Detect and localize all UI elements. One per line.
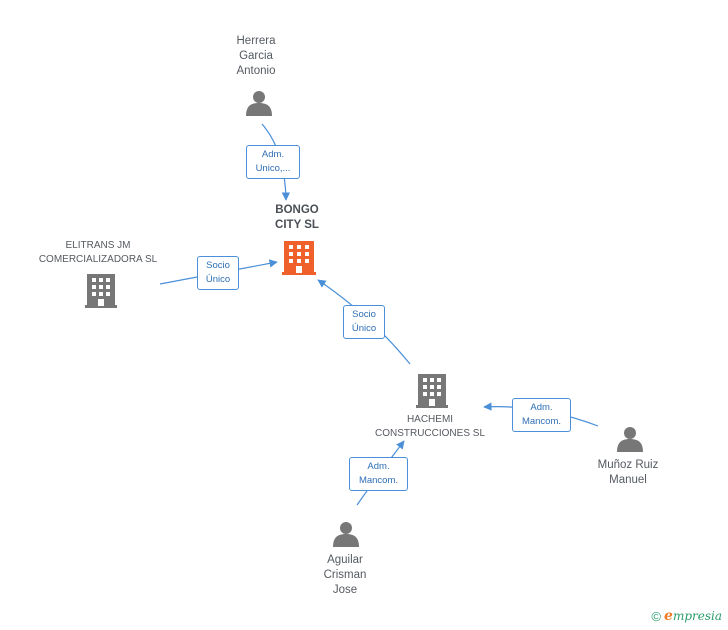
node-elitrans-label[interactable]: ELITRANS JM COMERCIALIZADORA SL [28,239,168,267]
node-label-line: Manuel [609,474,647,486]
node-bongo-label[interactable]: BONGO CITY SL [266,203,328,233]
edge-label-line: Unico,... [255,163,291,174]
edge-label-line: Único [205,274,231,285]
node-hachemi-label[interactable]: HACHEMI CONSTRUCCIONES SL [368,413,492,441]
node-label-line: Aguilar [327,554,363,566]
node-aguilar-label[interactable]: Aguilar Crisman Jose [312,553,378,598]
person-icon [333,522,359,547]
edge-label-line: Adm. [261,149,285,160]
person-icon [246,91,272,116]
edge-label-line: Mancom. [358,475,399,486]
building-icon [416,374,448,408]
edge-label-munoz-hachemi[interactable]: Adm. Mancom. [512,398,571,432]
node-label-line: ELITRANS JM [65,240,131,251]
copyright-icon: © [651,608,662,624]
edge-label-line: Único [351,323,377,334]
node-label-line: Antonio [236,65,276,77]
footer-brand[interactable]: © empresia [651,608,722,624]
edge-label-line: Socio [206,260,230,271]
person-icon [617,427,643,452]
edge-label-aguilar-hachemi[interactable]: Adm. Mancom. [349,457,408,491]
edge-label-line: Adm. [367,461,390,472]
node-label-line: Garcia [239,50,273,62]
node-label-line: Herrera [236,35,276,47]
brand-logo: empresia [664,608,722,624]
node-label-line: HACHEMI [406,414,454,425]
edge-label-line: Socio [352,309,376,320]
node-munoz-label[interactable]: Muñoz Ruiz Manuel [588,458,668,488]
edge-label-hachemi-bongo[interactable]: Socio Único [343,305,385,339]
node-label-line: BONGO [275,204,319,216]
node-label-line: Crisman [323,569,367,581]
node-label-line: Jose [332,584,358,596]
node-label-line: CONSTRUCCIONES SL [374,428,485,439]
edge-label-herrera-bongo[interactable]: Adm. Unico,... [246,145,300,179]
edge-label-line: Adm. [530,402,553,413]
node-label-line: Muñoz Ruiz [597,459,659,471]
edge-label-elitrans-bongo[interactable]: Socio Único [197,256,239,290]
node-label-line: CITY SL [275,219,319,231]
building-icon [282,241,316,275]
edge-label-line: Mancom. [521,416,562,427]
node-herrera-label[interactable]: Herrera Garcia Antonio [226,34,286,79]
building-icon [85,274,117,308]
node-label-line: COMERCIALIZADORA SL [38,254,158,265]
